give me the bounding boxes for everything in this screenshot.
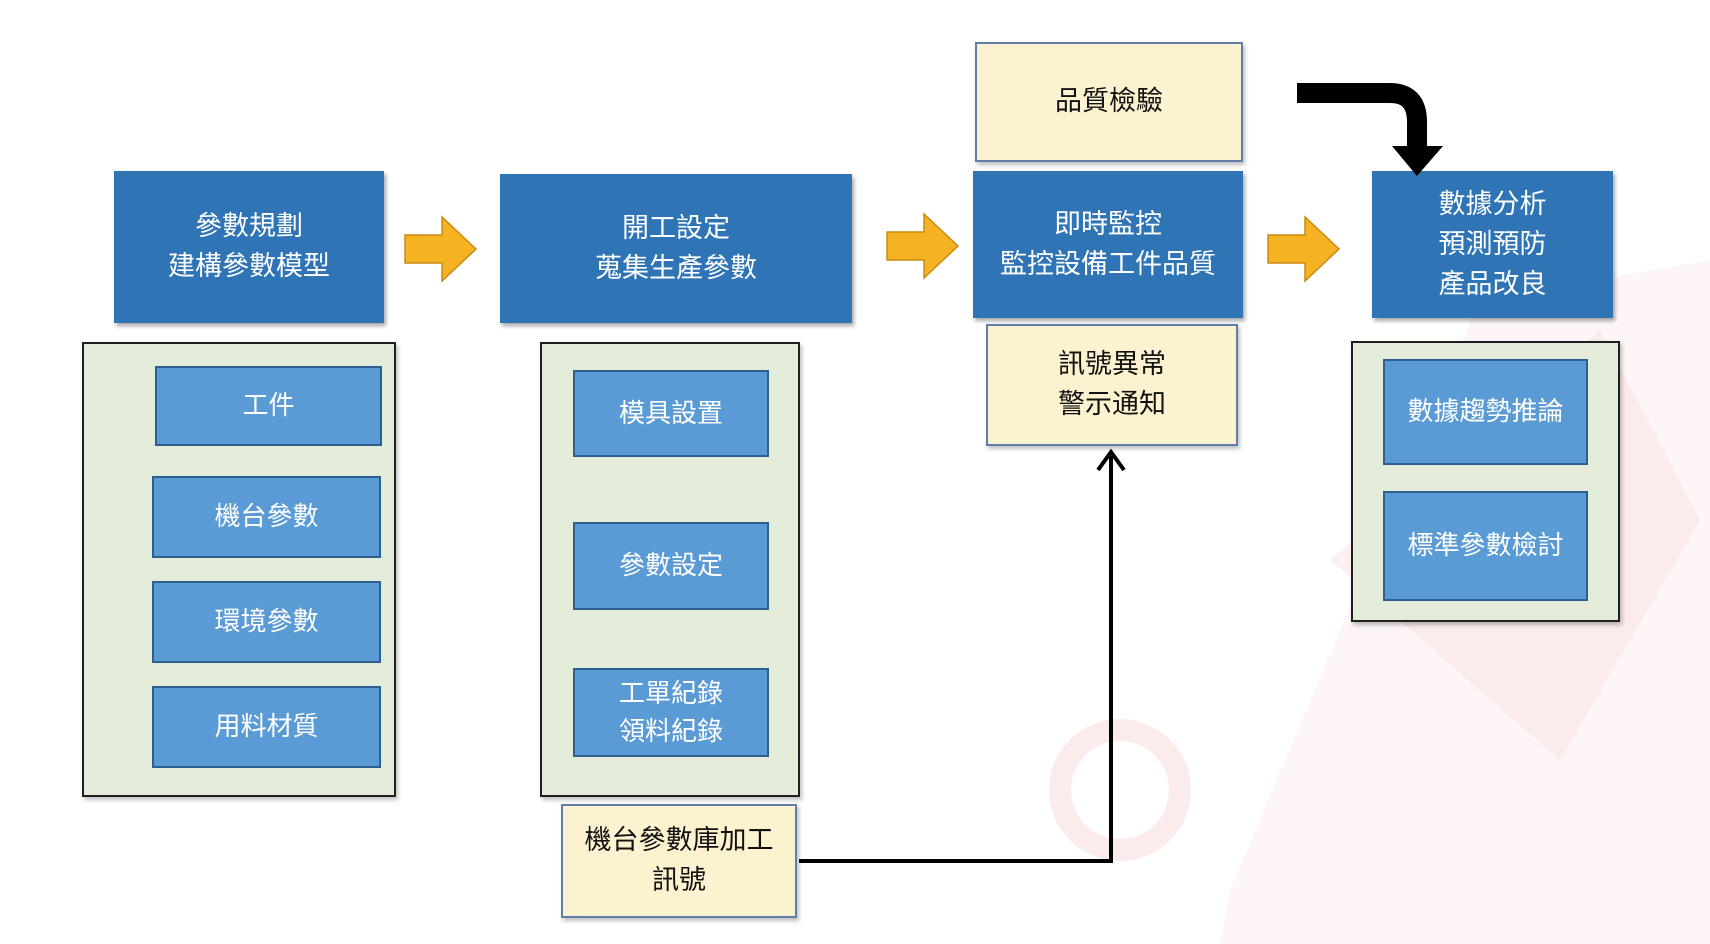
machine-signal-line-1: 機台參數庫加工 — [584, 825, 774, 856]
stage-analysis-header: 數據分析 預測預防 產品改良 — [1372, 171, 1613, 318]
flow-arrow-setup-to-monitor — [886, 212, 960, 280]
flow-arrow-monitor-to-analysis — [1267, 215, 1341, 283]
alert-note: 訊號異常 警示通知 — [986, 324, 1238, 446]
machine-signal-note: 機台參數庫加工 訊號 — [561, 804, 797, 918]
setup-item-label: 參數設定 — [618, 551, 723, 581]
plan-item-label: 機台參數 — [214, 502, 319, 532]
stage-monitor-line-1: 即時監控 — [1054, 208, 1162, 240]
stage-setup-header: 開工設定 蒐集生產參數 — [500, 174, 852, 323]
plan-item-machine-params: 機台參數 — [152, 476, 381, 558]
stage-setup-line-2: 蒐集生產參數 — [595, 252, 757, 284]
stage-monitor-line-2: 監控設備工件品質 — [1000, 248, 1216, 280]
alert-line-1: 訊號異常 — [1058, 349, 1166, 380]
stage-plan-line-1: 參數規劃 — [195, 211, 303, 242]
quality-inspection-label: 品質檢驗 — [1055, 86, 1163, 117]
stage-plan-header: 參數規劃 建構參數模型 — [114, 171, 384, 323]
stage-analysis-line-3: 產品改良 — [1438, 268, 1547, 300]
setup-item-label-line-1: 工單紀錄 — [618, 678, 723, 709]
signal-connector-arrowhead — [1096, 448, 1126, 472]
analysis-item-standard-review: 標準參數檢討 — [1383, 491, 1588, 601]
analysis-item-label: 標準參數檢討 — [1407, 531, 1564, 561]
stage-setup-line-1: 開工設定 — [622, 212, 730, 244]
plan-item-workpiece: 工件 — [155, 366, 382, 446]
setup-item-mold: 模具設置 — [573, 370, 769, 457]
bent-arrow-to-analysis — [1297, 83, 1427, 148]
plan-item-label: 用料材質 — [214, 712, 319, 742]
stage-analysis-line-2: 預測預防 — [1438, 228, 1547, 260]
plan-item-environment-params: 環境參數 — [152, 581, 381, 663]
quality-inspection-note: 品質檢驗 — [975, 42, 1243, 162]
plan-item-material: 用料材質 — [152, 686, 381, 768]
alert-line-2: 警示通知 — [1058, 389, 1166, 420]
flow-arrow-plan-to-setup — [404, 215, 478, 283]
setup-item-label: 模具設置 — [618, 398, 723, 429]
analysis-item-label: 數據趨勢推論 — [1407, 397, 1564, 427]
signal-connector-line — [799, 456, 1113, 863]
stage-analysis-line-1: 數據分析 — [1438, 188, 1547, 220]
setup-item-param-setting: 參數設定 — [573, 522, 769, 610]
stage-plan-line-2: 建構參數模型 — [168, 251, 330, 282]
stage-monitor-header: 即時監控 監控設備工件品質 — [973, 171, 1243, 318]
analysis-item-trend: 數據趨勢推論 — [1383, 359, 1588, 465]
machine-signal-line-2: 訊號 — [652, 865, 706, 896]
setup-item-label-line-2: 領料紀錄 — [618, 716, 723, 747]
plan-item-label: 環境參數 — [214, 607, 319, 637]
plan-item-label: 工件 — [242, 391, 295, 421]
setup-item-records: 工單紀錄 領料紀錄 — [573, 668, 769, 757]
